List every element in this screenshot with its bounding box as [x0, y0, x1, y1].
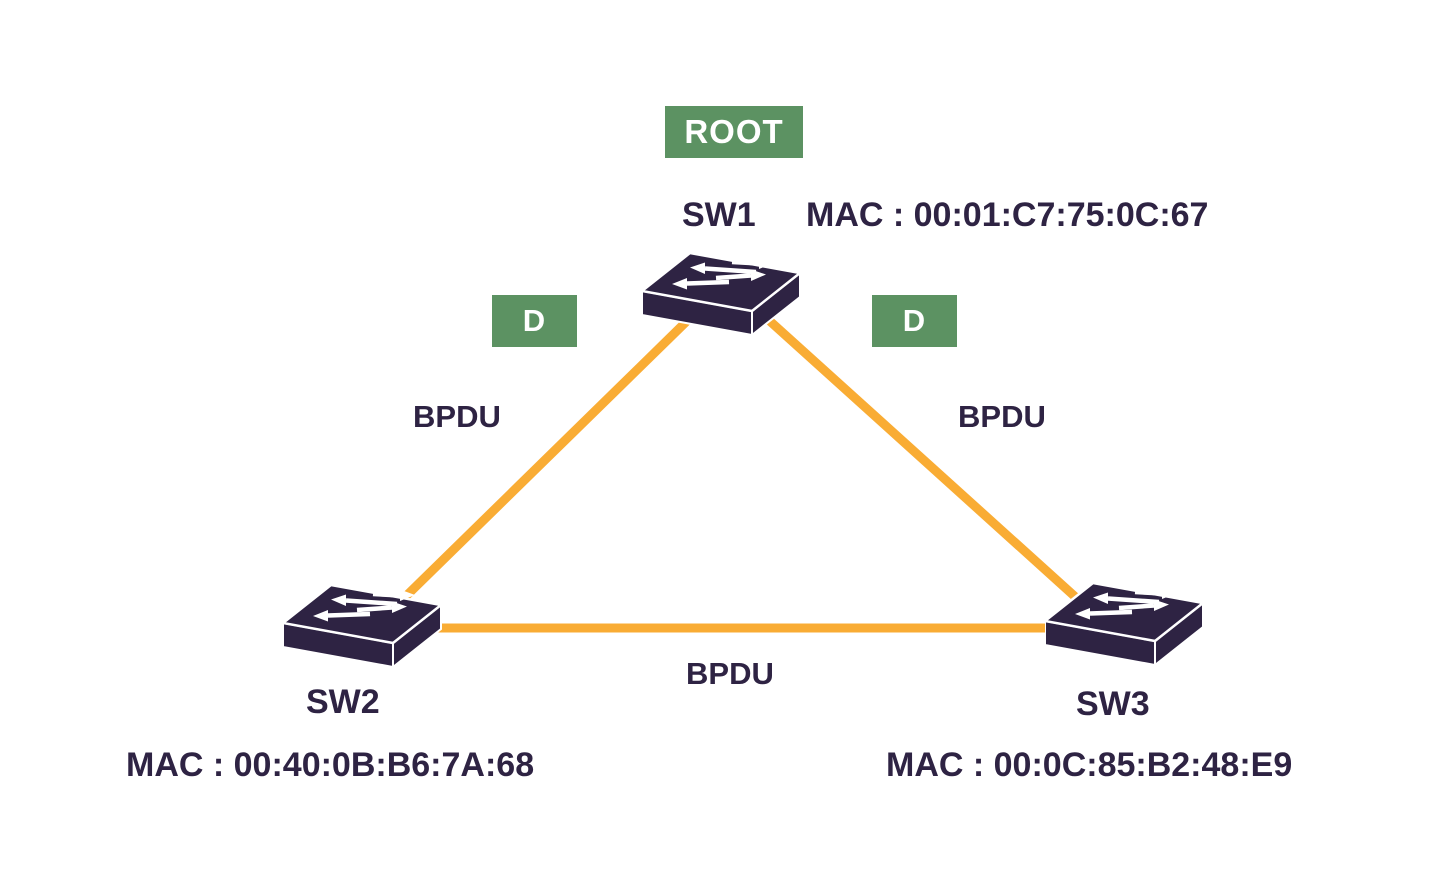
- switch-arrows-icon: [313, 589, 415, 622]
- link-sw1-sw2: [396, 314, 694, 606]
- sw3-mac-address: MAC : 00:0C:85:B2:48:E9: [886, 746, 1293, 784]
- root-bridge-badge: ROOT: [665, 106, 803, 158]
- switch-arrows-icon: [1075, 587, 1177, 620]
- designated-port-badge-left: D: [492, 295, 577, 347]
- sw1-label: SW1: [682, 196, 756, 234]
- bpdu-label-sw1-sw3: BPDU: [958, 399, 1046, 434]
- bpdu-label-sw1-sw2: BPDU: [413, 399, 501, 434]
- switch-arrows-icon: [672, 257, 774, 290]
- link-sw1-sw3: [758, 310, 1096, 616]
- sw1-mac-address: MAC : 00:01:C7:75:0C:67: [806, 196, 1209, 234]
- bpdu-label-sw2-sw3: BPDU: [686, 656, 774, 691]
- sw3-label: SW3: [1076, 685, 1150, 723]
- switch-icon-sw1: [642, 253, 802, 337]
- switch-icon-sw3: [1045, 583, 1205, 667]
- designated-port-badge-right: D: [872, 295, 957, 347]
- switch-icon-sw2: [283, 585, 443, 669]
- sw2-label: SW2: [306, 683, 380, 721]
- sw2-mac-address: MAC : 00:40:0B:B6:7A:68: [126, 746, 535, 784]
